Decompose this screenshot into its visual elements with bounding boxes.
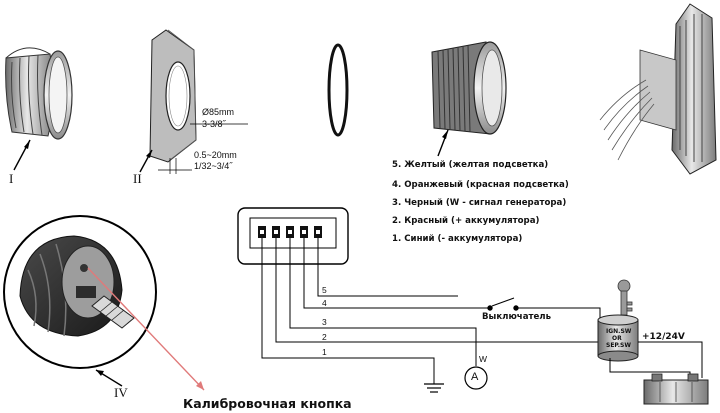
switch-label: Выключатель [482,312,552,322]
panel-thickness-inch: 1/32~3/4˝ [194,161,233,171]
legend-item-5: 5. Желтый (желтая подсветка) [392,160,549,170]
wire-1 [261,238,435,384]
key-icon [617,279,633,316]
wire-number-1: 1 [322,347,327,357]
wire-number-5: 5 [322,285,327,295]
wire-4 [303,238,488,309]
ignition-switch [597,314,639,362]
view-iv-label: IV [114,385,128,400]
hole-diameter-inch: 3-3/8˝ [202,119,226,129]
o-ring [327,43,349,137]
hole-diameter: Ø85mm [202,107,235,117]
ignition-label-1: IGN.SW [606,328,632,335]
legend-item-1: 1. Синий (- аккумулятора) [392,234,523,244]
legend-item-4: 4. Оранжевый (красная подсветка) [392,180,569,190]
ground-symbol [424,383,444,393]
panel-thickness: 0.5~20mm [194,150,237,160]
view-ii-label: II [133,171,142,186]
calibration-button-label: Калибровочная кнопка [183,396,352,411]
battery [643,373,709,405]
ignition-label-2: OR [612,335,622,342]
legend-item-2: 2. Красный (+ аккумулятора) [392,216,540,226]
supply-voltage-label: +12/24V [642,332,685,342]
wire-number-4: 4 [322,298,327,308]
view-i-label: I [9,171,14,186]
wire-3 [289,238,477,366]
bezel-view-i [5,47,73,171]
ammeter-letter: A [471,371,479,383]
w-terminal-label: W [479,354,488,364]
calibration-pointer [87,267,205,391]
wiring-lines [261,238,600,384]
threaded-nut [431,41,507,157]
wire-number-3: 3 [322,317,327,327]
ignition-label-3: SEP.SW [606,342,631,349]
panel-bracket-view-ii [139,29,248,174]
ammeter-symbol [464,366,488,390]
wire-2 [275,238,600,343]
connector-block [237,207,349,265]
wire-number-2: 2 [322,332,327,342]
magnified-gauge-view-iv [3,215,157,387]
wire-5 [317,238,458,297]
gauge-assembly [599,3,717,175]
legend-item-3: 3. Черный (W - сигнал генератора) [392,198,567,208]
